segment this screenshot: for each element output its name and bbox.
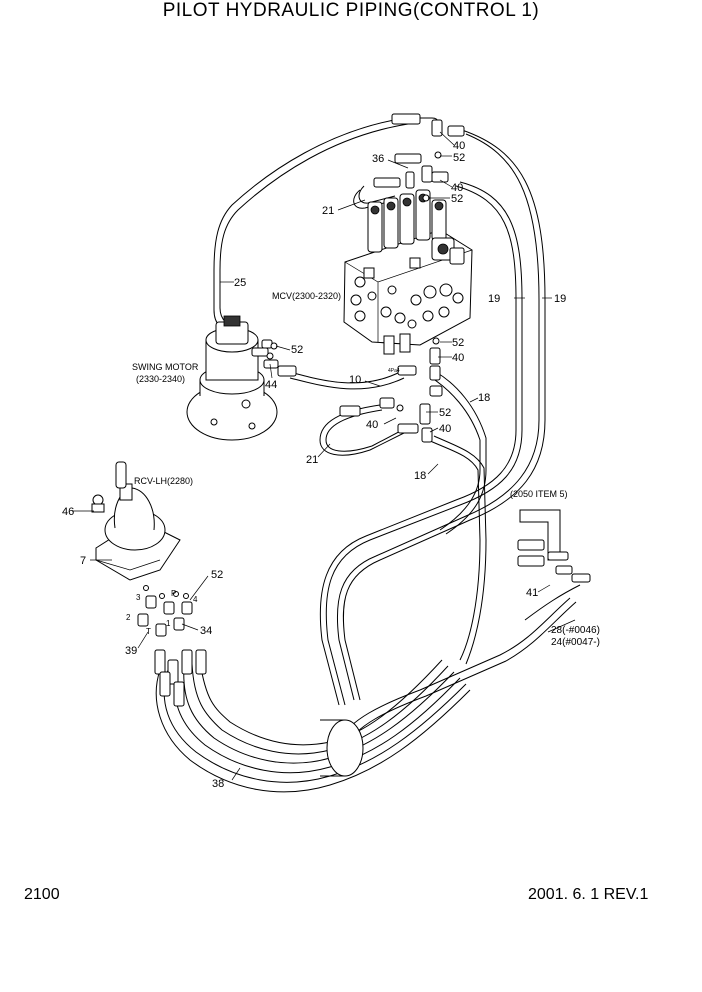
callout-18b: 18 — [414, 470, 426, 482]
swing-motor — [186, 315, 279, 441]
swing-motor-label-2: (2330-2340) — [136, 374, 185, 384]
callout-40e: 40 — [439, 423, 451, 435]
mcv-valve-block — [343, 189, 473, 355]
revision-date: 2001. 6. 1 REV.1 — [528, 886, 649, 903]
callout-19a: 19 — [488, 293, 500, 305]
callout-46: 46 — [62, 506, 74, 518]
callout-39: 39 — [125, 645, 137, 657]
callout-19b: 19 — [554, 293, 566, 305]
port-P: P — [171, 589, 176, 598]
rcv-port-fittings — [137, 585, 207, 707]
callout-34: 34 — [200, 625, 212, 637]
fittings-lower — [379, 337, 443, 443]
hose-21-lower — [319, 404, 419, 456]
hose-28-label: 28(-#0046) — [551, 625, 600, 636]
leader-lines — [72, 131, 576, 781]
callout-21b: 21 — [306, 454, 318, 466]
callout-18a: 18 — [478, 392, 490, 404]
callout-52a: 52 — [453, 152, 465, 164]
callout-52f: 52 — [211, 569, 223, 581]
callout-36: 36 — [372, 153, 384, 165]
callout-52b: 52 — [451, 193, 463, 205]
callout-25: 25 — [234, 277, 246, 289]
item5-label: (2050 ITEM 5) — [510, 489, 568, 499]
port-4: 4 — [193, 595, 198, 604]
port-2: 2 — [126, 613, 131, 622]
port-3: 3 — [136, 593, 141, 602]
rcv-label: RCV-LH(2280) — [134, 476, 193, 486]
callout-40b: 40 — [451, 182, 463, 194]
mcv-spools — [367, 189, 465, 265]
page-number: 2100 — [24, 886, 60, 903]
hose-10 — [277, 365, 417, 390]
port-T: T — [146, 627, 151, 636]
callout-40c: 40 — [452, 352, 464, 364]
callout-52c: 52 — [291, 344, 303, 356]
callout-41: 41 — [526, 587, 538, 599]
callout-10: 10 — [349, 374, 361, 386]
callout-7: 7 — [80, 555, 86, 567]
callout-38: 38 — [212, 778, 224, 790]
callout-40a: 40 — [453, 140, 465, 152]
callout-40d: 40 — [366, 419, 378, 431]
port-1: 1 — [166, 619, 171, 628]
callout-44: 44 — [265, 379, 277, 391]
hose-24-label: 24(#0047-) — [551, 637, 600, 648]
page-title: PILOT HYDRAULIC PIPING(CONTROL 1) — [162, 0, 540, 21]
rcv-joystick — [91, 461, 181, 581]
fittings-upper — [405, 119, 465, 202]
hose-bundle-38 — [155, 659, 471, 793]
callout-52d: 52 — [452, 337, 464, 349]
hose-18 — [427, 371, 487, 665]
bracket-2050 — [517, 509, 591, 583]
mcv-ports — [350, 276, 464, 355]
mcv-label: MCV(2300-2320) — [272, 291, 341, 301]
port-label: 4Pa4 — [388, 368, 400, 374]
hose-25 — [213, 113, 440, 336]
swing-motor-label-1: SWING MOTOR — [132, 362, 199, 372]
callout-21a: 21 — [322, 205, 334, 217]
hose-19 — [319, 129, 546, 706]
hose-28-24 — [339, 584, 581, 747]
callout-52e: 52 — [439, 407, 451, 419]
